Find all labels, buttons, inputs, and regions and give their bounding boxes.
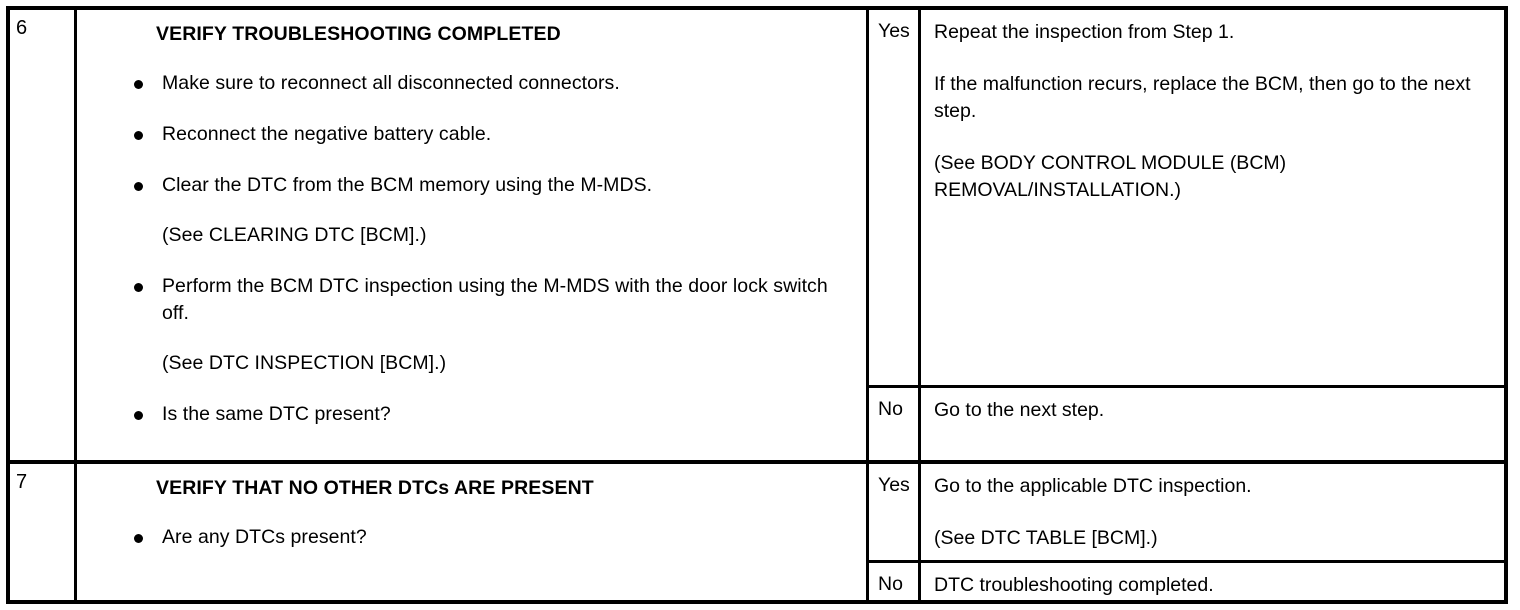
outcome-paragraph: Go to the applicable DTC inspection. [934, 475, 1252, 497]
outcome-paragraph: Go to the next step. [934, 399, 1105, 421]
list-item-text: Are any DTCs present? [162, 526, 367, 548]
outcome-paragraph: (See BODY CONTROL MODULE (BCM) REMOVAL/I… [934, 152, 1287, 201]
troubleshooting-table: 6 VERIFY TROUBLESHOOTING COMPLETED Make … [6, 6, 1508, 604]
outcome-paragraph: DTC troubleshooting completed. [934, 574, 1214, 596]
step-number: 7 [16, 471, 28, 493]
list-item: Reconnect the negative battery cable. [90, 121, 860, 148]
outcome-action-text: Repeat the inspection from Step 1. If th… [934, 19, 1496, 204]
outcome-answer-label: Yes [878, 474, 910, 496]
outcome-action-text: Go to the next step. [934, 397, 1496, 424]
column-divider-action [918, 10, 921, 460]
outcome-paragraph: (See DTC TABLE [BCM].) [934, 527, 1158, 549]
table-row: 7 VERIFY THAT NO OTHER DTCs ARE PRESENT … [10, 460, 1504, 600]
column-divider-result [866, 464, 869, 600]
step-title: VERIFY TROUBLESHOOTING COMPLETED [156, 23, 561, 45]
bullet-icon [134, 411, 143, 420]
bullet-icon [134, 131, 143, 140]
list-item-text: (See CLEARING DTC [BCM].) [162, 224, 427, 246]
outcome-action-text: DTC troubleshooting completed. [934, 572, 1496, 599]
step-number: 6 [16, 17, 28, 39]
list-item: Clear the DTC from the BCM memory using … [90, 172, 860, 199]
list-item: Make sure to reconnect all disconnected … [90, 70, 860, 97]
list-item-note: (See DTC INSPECTION [BCM].) [90, 350, 860, 377]
column-divider-step [74, 464, 77, 600]
outcome-no: No DTC troubleshooting completed. [866, 560, 1504, 600]
list-item-text: (See DTC INSPECTION [BCM].) [162, 352, 447, 374]
outcome-no: No Go to the next step. [866, 385, 1504, 456]
list-item: Is the same DTC present? [90, 401, 860, 428]
list-item-text: Is the same DTC present? [162, 403, 391, 425]
outcome-paragraph: If the malfunction recurs, replace the B… [934, 73, 1471, 122]
column-divider-result [866, 10, 869, 460]
bullet-icon [134, 534, 143, 543]
step-bullet-list: Are any DTCs present? [90, 524, 860, 551]
outcome-answer-label: Yes [878, 20, 910, 42]
outcome-yes: Yes Repeat the inspection from Step 1. I… [866, 10, 1504, 385]
list-item-text: Clear the DTC from the BCM memory using … [162, 174, 653, 196]
outcome-yes: Yes Go to the applicable DTC inspection.… [866, 464, 1504, 560]
outcome-action-text: Go to the applicable DTC inspection. (Se… [934, 473, 1496, 552]
list-item-text: Make sure to reconnect all disconnected … [162, 72, 620, 94]
step-action-cell: VERIFY THAT NO OTHER DTCs ARE PRESENT Ar… [90, 464, 860, 600]
table-row: 6 VERIFY TROUBLESHOOTING COMPLETED Make … [10, 10, 1504, 460]
outcome-paragraph: Repeat the inspection from Step 1. [934, 21, 1235, 43]
list-item: Are any DTCs present? [90, 524, 860, 551]
bullet-icon [134, 283, 143, 292]
step-title: VERIFY THAT NO OTHER DTCs ARE PRESENT [156, 477, 594, 499]
bullet-icon [134, 80, 143, 89]
column-divider-action [918, 464, 921, 600]
column-divider-step [74, 10, 77, 460]
bullet-icon [134, 182, 143, 191]
list-item-text: Perform the BCM DTC inspection using the… [162, 275, 828, 324]
list-item: Perform the BCM DTC inspection using the… [90, 273, 860, 327]
step-bullet-list: Make sure to reconnect all disconnected … [90, 70, 860, 428]
outcome-answer-label: No [878, 398, 903, 420]
step-action-cell: VERIFY TROUBLESHOOTING COMPLETED Make su… [90, 10, 860, 460]
outcome-answer-label: No [878, 573, 903, 595]
list-item-text: Reconnect the negative battery cable. [162, 123, 492, 145]
list-item-note: (See CLEARING DTC [BCM].) [90, 222, 860, 249]
